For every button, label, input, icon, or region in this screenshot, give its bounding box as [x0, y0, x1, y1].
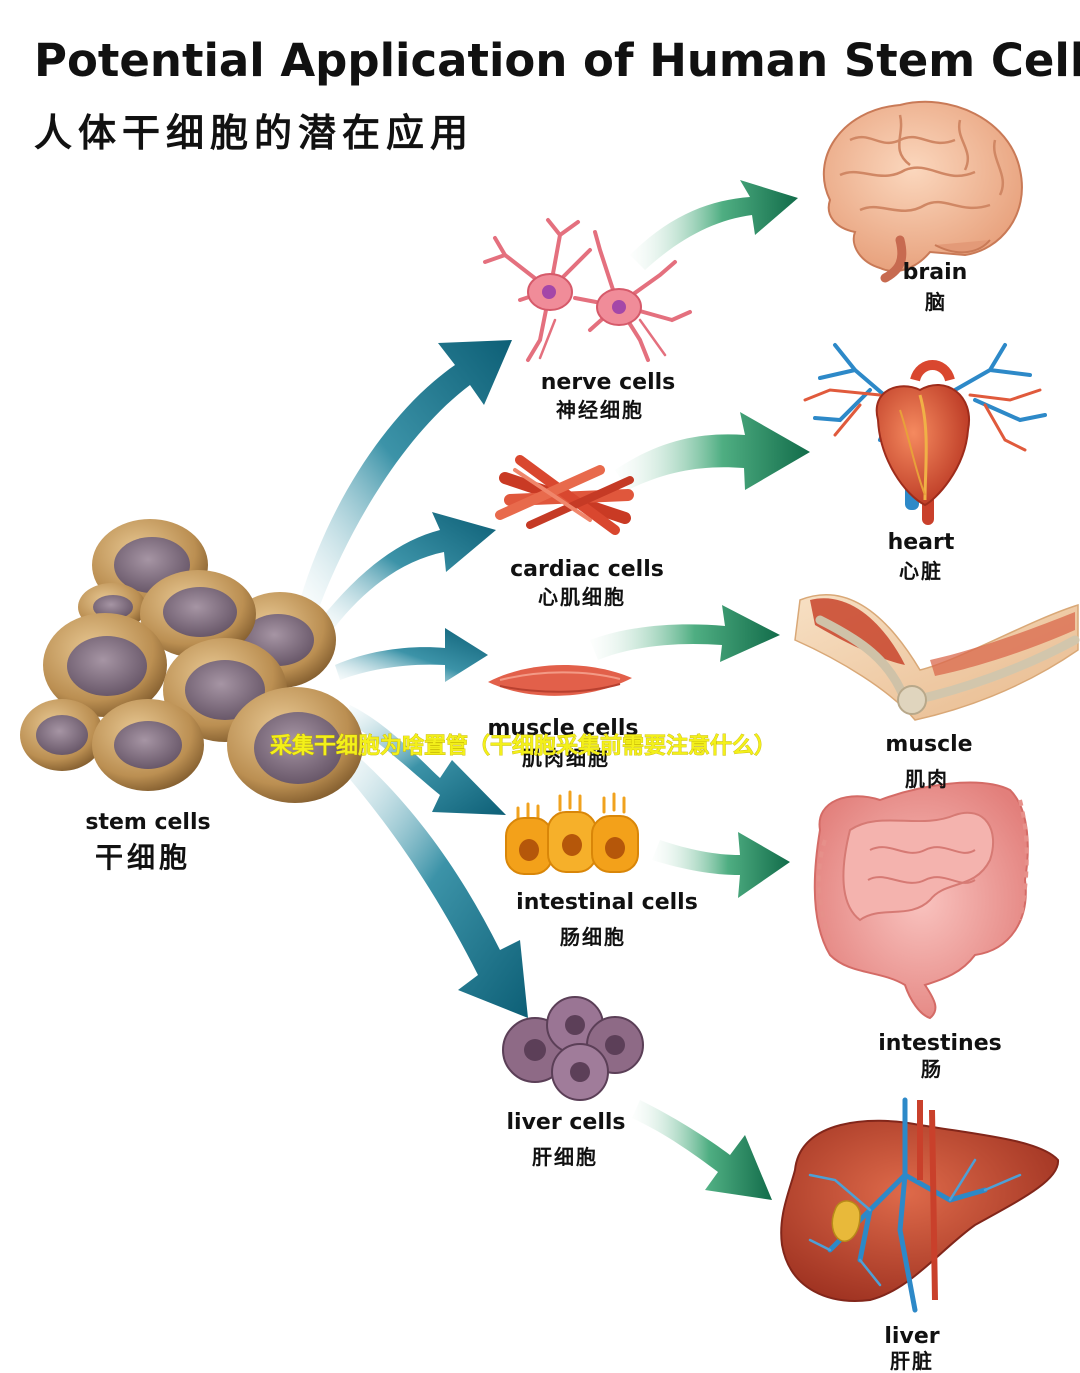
arrow-to-liver [632, 1100, 772, 1200]
organ-label-liver-zh: 肝脏 [890, 1349, 934, 1373]
organ-label-heart-zh: 心脏 [899, 559, 943, 583]
organ-label-heart: heart [888, 530, 955, 555]
organ-label-intestines-zh: 肠 [921, 1057, 941, 1081]
cell-label-muscle: muscle cells [488, 716, 639, 741]
stem-cell [20, 699, 104, 771]
organ-arrows [590, 180, 810, 1200]
intestines-illustration [813, 781, 1029, 1020]
stem-cell [92, 699, 204, 791]
stem-cell [227, 687, 363, 803]
arrow-to-liver-cells [335, 745, 528, 1018]
muscle-organ-illustration [794, 594, 1080, 721]
arrow-to-muscle-cells [335, 628, 488, 682]
liver-cells-illustration [502, 996, 644, 1101]
arrow-to-cardiac-cells [320, 512, 496, 628]
cell-label-cardiac-zh: 心肌细胞 [538, 585, 626, 609]
nerve-cells-illustration [483, 218, 692, 362]
stem-cell [140, 570, 256, 658]
brain-illustration [822, 100, 1023, 283]
cell-label-liver: liver cells [507, 1110, 626, 1135]
muscle-cell-illustration [488, 664, 632, 696]
cell-label-liver-zh: 肝细胞 [532, 1145, 598, 1169]
arrow-to-brain [630, 180, 798, 270]
arrow-to-intestinal-cells [345, 705, 506, 815]
cell-label-cardiac: cardiac cells [510, 557, 664, 582]
cell-label-intestinal-zh: 肠细胞 [560, 925, 626, 949]
organ-label-brain: brain [903, 260, 968, 285]
cardiac-cells-illustration [495, 455, 634, 535]
title-zh: 人体干细胞的潜在应用 [34, 111, 474, 155]
stem-cell [43, 613, 167, 717]
watermark-text: 采集干细胞为啥置管（干细胞采集前需要注意什么） [270, 733, 776, 759]
liver-illustration [780, 1097, 1060, 1313]
cell-label-muscle-zh: 肌肉细胞 [522, 746, 610, 770]
stem-arrows [300, 340, 528, 1018]
intestinal-cells-illustration [505, 790, 639, 875]
organ-label-liver: liver [884, 1324, 939, 1349]
stem-cells-label-zh: 干细胞 [95, 841, 191, 874]
cell-label-nerve: nerve cells [541, 370, 676, 395]
cell-label-nerve-zh: 神经细胞 [556, 398, 644, 422]
organ-label-muscle-zh: 肌肉 [905, 767, 949, 791]
arrow-to-intestines [652, 832, 790, 898]
arrow-to-heart [615, 412, 810, 490]
organ-label-intestines: intestines [878, 1031, 1001, 1056]
cell-label-intestinal: intestinal cells [516, 890, 698, 915]
heart-illustration [803, 343, 1047, 525]
organ-label-muscle: muscle [885, 732, 972, 757]
stem-cells-label: stem cells [85, 810, 210, 835]
arrow-to-muscle [590, 605, 780, 662]
arrow-to-nerve-cells [300, 340, 512, 605]
organ-label-brain-zh: 脑 [925, 290, 945, 314]
title-en: Potential Application of Human Stem Cell… [34, 34, 1080, 87]
stem-cells-illustration [20, 519, 363, 803]
